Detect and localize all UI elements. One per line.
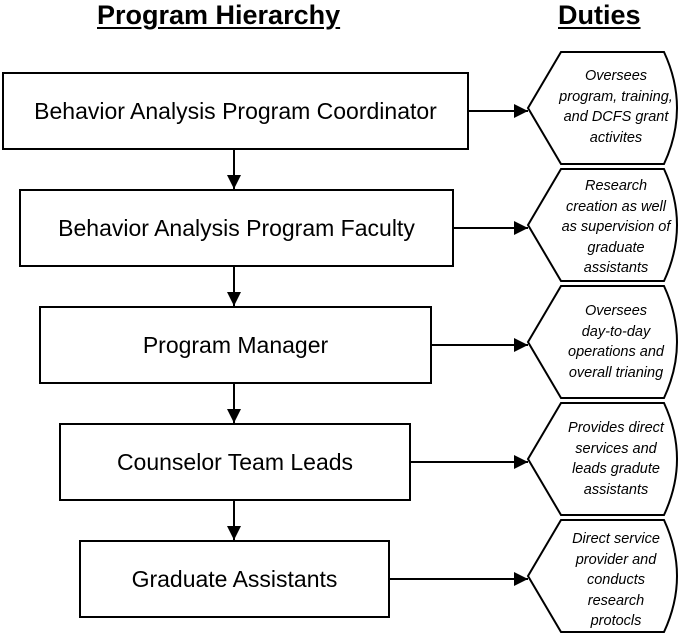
role-box-program-manager: Program Manager <box>39 306 432 384</box>
duty-shape <box>526 519 678 633</box>
role-label: Program Manager <box>142 331 329 358</box>
duty-shape <box>526 285 678 399</box>
role-label: Counselor Team Leads <box>116 448 354 475</box>
duty-shape <box>526 168 678 282</box>
role-box-program-coordinator: Behavior Analysis Program Coordinator <box>2 72 469 150</box>
program-hierarchy-heading: Program Hierarchy <box>97 0 341 30</box>
role-box-graduate-assistants: Graduate Assistants <box>79 540 390 618</box>
duty-shape <box>526 51 678 165</box>
duties-heading: Duties <box>558 0 641 30</box>
role-label: Behavior Analysis Program Coordinator <box>34 97 437 124</box>
duty-shape <box>526 402 678 516</box>
role-box-program-faculty: Behavior Analysis Program Faculty <box>19 189 454 267</box>
role-box-counselor-team-leads: Counselor Team Leads <box>59 423 411 501</box>
role-label: Graduate Assistants <box>131 565 338 592</box>
role-label: Behavior Analysis Program Faculty <box>58 214 415 241</box>
